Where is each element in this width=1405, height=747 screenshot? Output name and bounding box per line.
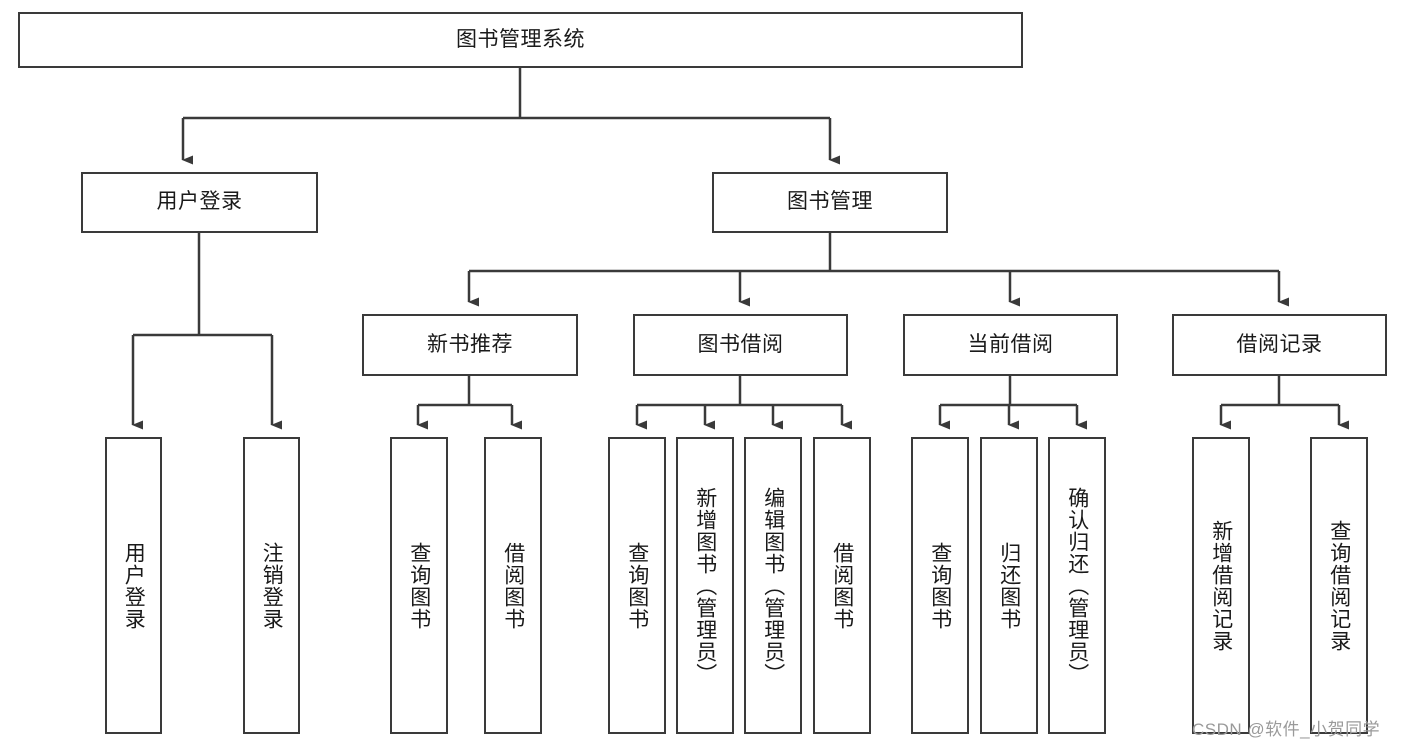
node-borrow-record-label: 借阅记录: [1236, 332, 1323, 356]
node-user-login[interactable]: 用户登录: [81, 172, 318, 233]
node-leaf-confirm-return-admin[interactable]: 确认归还（管理员）: [1048, 437, 1106, 734]
node-leaf-query-borrow-record[interactable]: 查询借阅记录: [1310, 437, 1368, 734]
node-new-book-recommend-label: 新书推荐: [427, 332, 513, 356]
node-leaf-return-book[interactable]: 归还图书: [980, 437, 1038, 734]
node-user-login-label: 用户登录: [156, 190, 243, 214]
node-leaf-add-book-admin[interactable]: 新增图书（管理员）: [676, 437, 734, 734]
node-root[interactable]: 图书管理系统: [18, 12, 1023, 68]
node-new-book-recommend[interactable]: 新书推荐: [362, 314, 578, 376]
node-leaf-query-book-3[interactable]: 查询图书: [911, 437, 969, 734]
node-book-management[interactable]: 图书管理: [712, 172, 948, 233]
csdn-watermark: CSDN @软件_小贺同学: [1192, 720, 1381, 739]
node-leaf-query-book-2-label: 查询图书: [625, 541, 649, 630]
node-leaf-user-login[interactable]: 用户登录: [105, 437, 162, 734]
node-leaf-add-book-admin-label: 新增图书（管理员）: [693, 486, 717, 685]
node-borrow-record[interactable]: 借阅记录: [1172, 314, 1387, 376]
node-leaf-query-book-2[interactable]: 查询图书: [608, 437, 666, 734]
node-leaf-edit-book-admin[interactable]: 编辑图书（管理员）: [744, 437, 802, 734]
node-book-borrow[interactable]: 图书借阅: [633, 314, 848, 376]
node-leaf-edit-book-admin-label: 编辑图书（管理员）: [761, 486, 785, 685]
node-book-borrow-label: 图书借阅: [697, 332, 784, 356]
node-leaf-query-book-3-label: 查询图书: [928, 541, 952, 630]
node-leaf-add-borrow-record[interactable]: 新增借阅记录: [1192, 437, 1250, 734]
node-current-borrow[interactable]: 当前借阅: [903, 314, 1118, 376]
node-leaf-query-book-1-label: 查询图书: [407, 541, 431, 630]
node-book-management-label: 图书管理: [787, 190, 873, 214]
node-leaf-borrow-book-1[interactable]: 借阅图书: [484, 437, 542, 734]
node-leaf-borrow-book-2-label: 借阅图书: [830, 541, 854, 630]
node-leaf-user-login-label: 用户登录: [122, 541, 146, 630]
node-current-borrow-label: 当前借阅: [967, 332, 1054, 356]
node-leaf-confirm-return-admin-label: 确认归还（管理员）: [1065, 486, 1089, 685]
node-leaf-borrow-book-2[interactable]: 借阅图书: [813, 437, 871, 734]
node-leaf-borrow-book-1-label: 借阅图书: [501, 541, 525, 630]
node-leaf-user-logout-label: 注销登录: [260, 541, 284, 630]
node-leaf-query-borrow-record-label: 查询借阅记录: [1327, 519, 1351, 652]
node-leaf-query-book-1[interactable]: 查询图书: [390, 437, 448, 734]
node-leaf-return-book-label: 归还图书: [997, 541, 1021, 630]
node-leaf-user-logout[interactable]: 注销登录: [243, 437, 300, 734]
node-root-label: 图书管理系统: [456, 27, 585, 51]
node-leaf-add-borrow-record-label: 新增借阅记录: [1209, 519, 1233, 652]
